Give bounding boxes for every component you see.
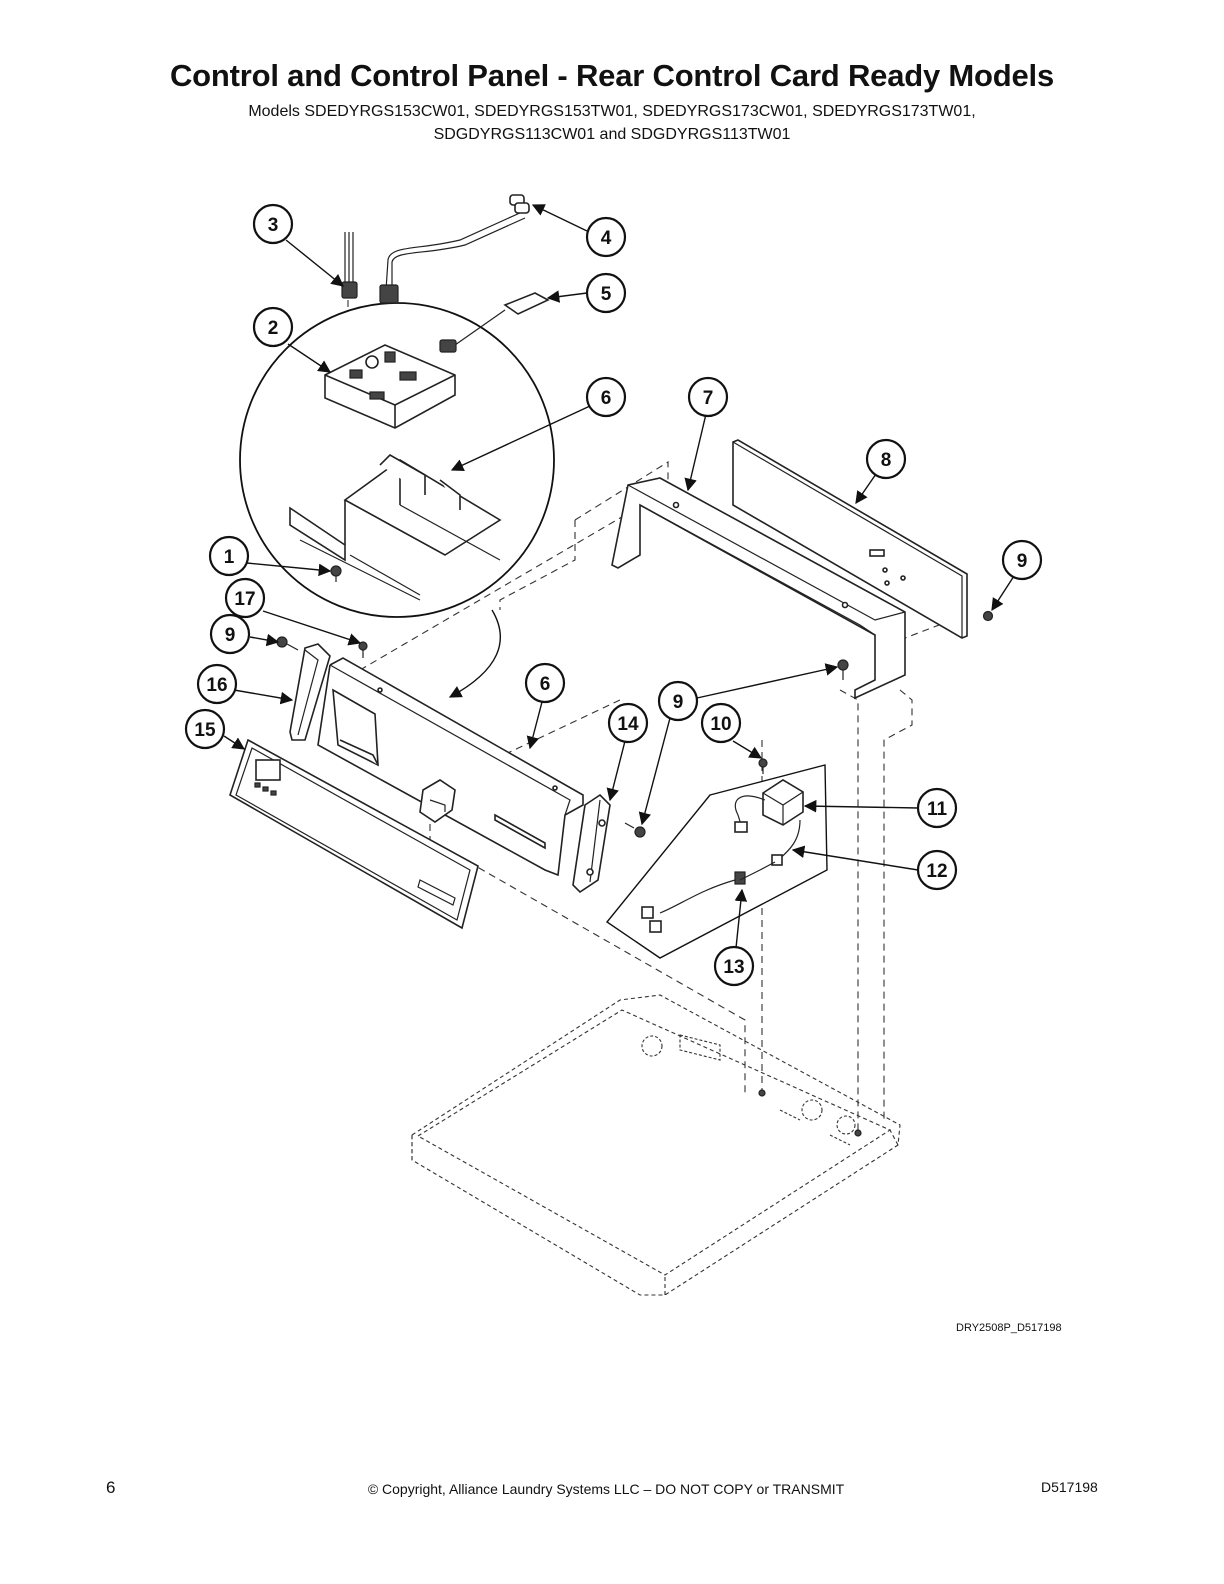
screw-1 — [330, 565, 342, 582]
callout-14: 14 — [607, 702, 649, 744]
svg-text:15: 15 — [194, 720, 216, 741]
cabinet-top — [411, 994, 901, 1296]
callout-2: 2 — [252, 306, 294, 348]
svg-text:17: 17 — [234, 589, 255, 610]
page-title: Control and Control Panel - Rear Control… — [169, 58, 1055, 93]
callout-12: 12 — [916, 849, 958, 891]
callout-8: 8 — [865, 438, 907, 480]
copyright-notice: © Copyright, Alliance Laundry Systems LL… — [367, 1481, 845, 1497]
control-board-2 — [324, 344, 456, 429]
callout-7: 7 — [687, 376, 729, 418]
svg-text:6: 6 — [601, 388, 612, 409]
svg-text:3: 3 — [268, 215, 279, 236]
callout-9-right: 9 — [1001, 539, 1043, 581]
console-top-7 — [611, 477, 906, 700]
screws-9 — [276, 610, 994, 838]
wire-harness-3 — [341, 232, 358, 299]
callout-3: 3 — [252, 203, 294, 245]
document-id: D517198 — [1041, 1479, 1098, 1495]
callout-16: 16 — [196, 663, 238, 705]
svg-text:9: 9 — [225, 625, 236, 646]
models-line-2: SDGDYRGS113CW01 and SDGDYRGS113TW01 — [433, 126, 791, 143]
svg-text:10: 10 — [710, 714, 731, 735]
connector-cable-5 — [439, 292, 550, 353]
callout-9-left: 9 — [209, 613, 251, 655]
callout-6-upper: 6 — [585, 376, 627, 418]
svg-text:9: 9 — [1017, 551, 1028, 572]
callout-6-lower: 6 — [524, 662, 566, 704]
callout-17: 17 — [224, 577, 266, 619]
trim-strip-16 — [289, 643, 331, 741]
svg-text:14: 14 — [617, 714, 639, 735]
svg-text:7: 7 — [703, 388, 714, 409]
callout-5: 5 — [585, 272, 627, 314]
svg-text:5: 5 — [601, 284, 612, 305]
svg-text:11: 11 — [927, 799, 948, 820]
callout-13: 13 — [713, 945, 755, 987]
svg-text:1: 1 — [224, 547, 235, 568]
models-line-1: Models SDEDYRGS153CW01, SDEDYRGS153TW01,… — [248, 103, 976, 120]
drawing-number: DRY2508P_D517198 — [956, 1322, 1062, 1334]
svg-text:16: 16 — [206, 675, 227, 696]
svg-text:2: 2 — [268, 318, 279, 339]
wire-harness-4 — [379, 194, 530, 304]
svg-text:4: 4 — [601, 228, 612, 249]
overlay-15 — [229, 738, 479, 930]
svg-text:13: 13 — [723, 957, 744, 978]
svg-text:8: 8 — [881, 450, 892, 471]
control-panel-6 — [317, 657, 584, 877]
screw-17 — [358, 641, 368, 658]
callout-leaders — [223, 204, 1015, 949]
callout-11: 11 — [916, 787, 958, 829]
back-panel-8 — [732, 439, 968, 639]
callout-10: 10 — [700, 702, 742, 744]
svg-text:6: 6 — [540, 674, 551, 695]
callout-15: 15 — [184, 708, 226, 750]
callout-4: 4 — [585, 216, 627, 258]
svg-text:9: 9 — [673, 692, 684, 713]
callout-1: 1 — [208, 535, 250, 577]
side-bracket-14 — [572, 793, 611, 894]
callout-9-center: 9 — [657, 680, 699, 722]
transformer-inset — [605, 758, 828, 959]
svg-text:12: 12 — [926, 861, 947, 882]
page-number: 6 — [106, 1478, 116, 1497]
bracket-6-detail — [289, 454, 502, 601]
